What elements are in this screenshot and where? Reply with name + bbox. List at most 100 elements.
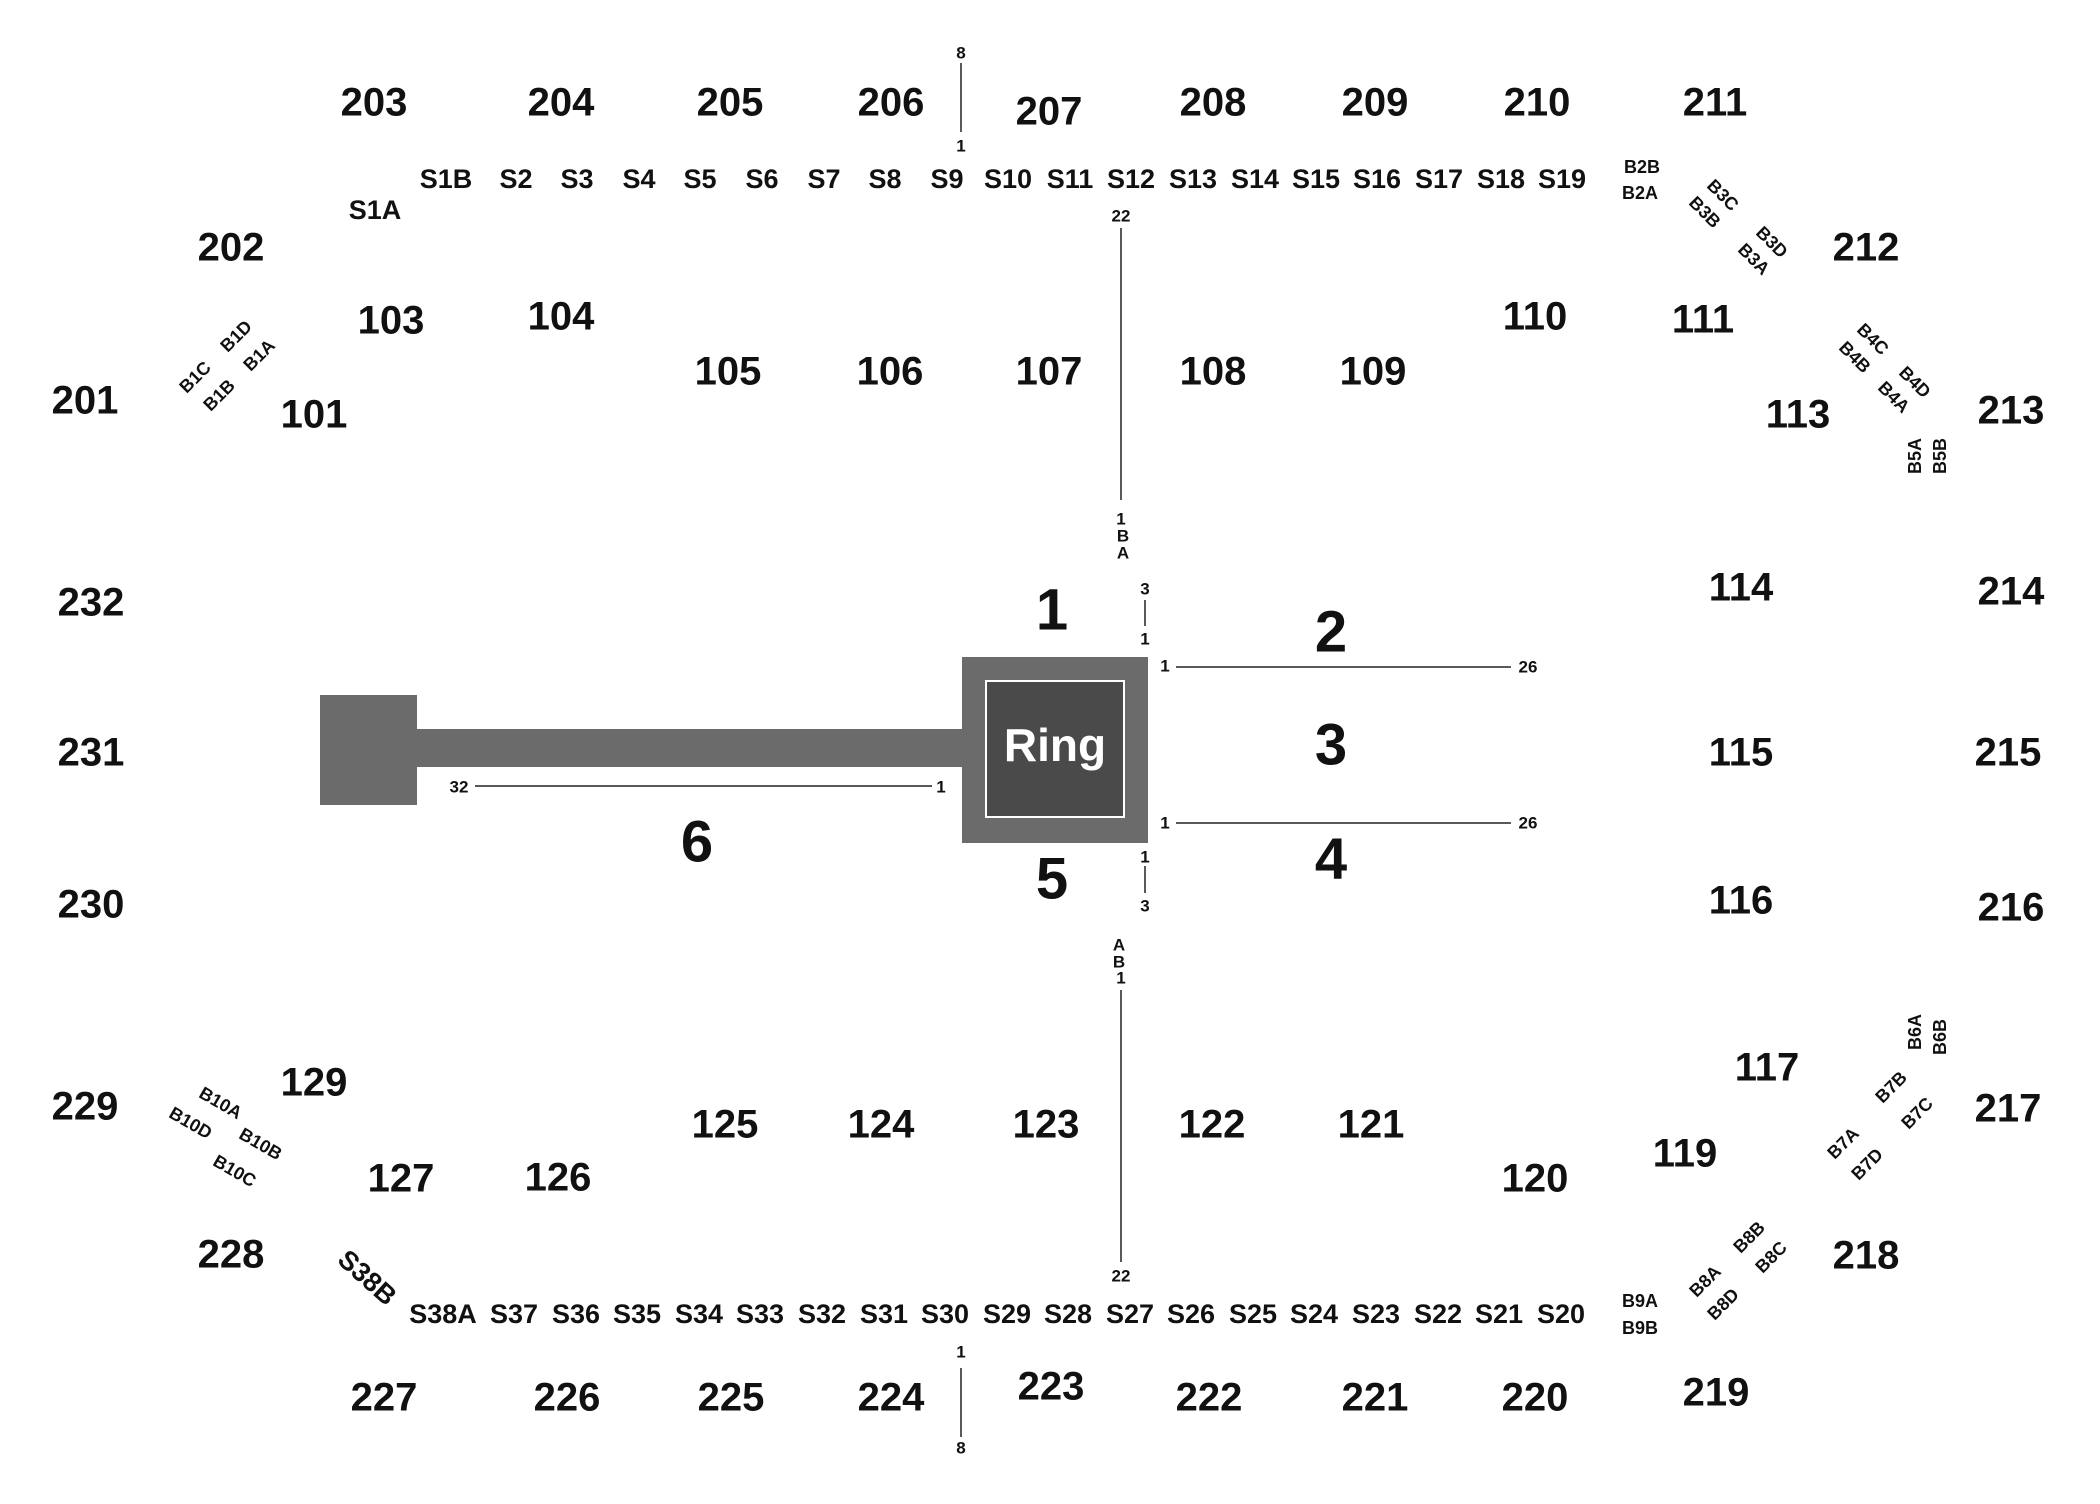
suite-S12[interactable]: S12 (1107, 164, 1155, 194)
section-213[interactable]: 213 (1978, 389, 2045, 433)
floor-section-6[interactable]: 6 (681, 809, 713, 874)
section-120[interactable]: 120 (1502, 1157, 1569, 1201)
section-232[interactable]: 232 (58, 581, 125, 625)
floor-section-1[interactable]: 1 (1036, 577, 1068, 642)
floor-section-3[interactable]: 3 (1315, 712, 1347, 777)
floor-section-5[interactable]: 5 (1036, 846, 1068, 911)
suite-S35[interactable]: S35 (613, 1299, 661, 1329)
section-123[interactable]: 123 (1013, 1103, 1080, 1147)
section-129[interactable]: 129 (281, 1061, 348, 1105)
suite-S33[interactable]: S33 (736, 1299, 784, 1329)
section-223[interactable]: 223 (1018, 1365, 1085, 1409)
suite-S37[interactable]: S37 (490, 1299, 538, 1329)
section-225[interactable]: 225 (698, 1376, 765, 1420)
suite-S10[interactable]: S10 (984, 164, 1032, 194)
suite-S24[interactable]: S24 (1290, 1299, 1338, 1329)
suite-S31[interactable]: S31 (860, 1299, 908, 1329)
suite-S23[interactable]: S23 (1352, 1299, 1400, 1329)
suite-S22[interactable]: S22 (1414, 1299, 1462, 1329)
suite-S34[interactable]: S34 (675, 1299, 723, 1329)
section-103[interactable]: 103 (358, 299, 425, 343)
section-219[interactable]: 219 (1683, 1371, 1750, 1415)
suite-S27[interactable]: S27 (1106, 1299, 1154, 1329)
section-212[interactable]: 212 (1833, 226, 1900, 270)
box-B6A[interactable]: B6A (1905, 1014, 1925, 1050)
box-B6B[interactable]: B6B (1930, 1019, 1950, 1055)
section-124[interactable]: 124 (848, 1103, 915, 1147)
section-114[interactable]: 114 (1709, 566, 1774, 610)
section-106[interactable]: 106 (857, 350, 924, 394)
section-125[interactable]: 125 (692, 1103, 759, 1147)
suite-S19[interactable]: S19 (1538, 164, 1586, 194)
section-209[interactable]: 209 (1342, 81, 1409, 125)
section-202[interactable]: 202 (198, 226, 265, 270)
suite-S4[interactable]: S4 (622, 164, 655, 194)
box-B10C[interactable]: B10C (210, 1151, 260, 1191)
suite-S8[interactable]: S8 (868, 164, 901, 194)
section-113[interactable]: 113 (1766, 393, 1831, 437)
section-109[interactable]: 109 (1340, 350, 1407, 394)
section-105[interactable]: 105 (695, 350, 762, 394)
section-215[interactable]: 215 (1975, 731, 2042, 775)
suite-S7[interactable]: S7 (807, 164, 840, 194)
section-201[interactable]: 201 (52, 379, 119, 423)
box-B5B[interactable]: B5B (1930, 438, 1950, 474)
section-220[interactable]: 220 (1502, 1376, 1569, 1420)
suite-S6[interactable]: S6 (745, 164, 778, 194)
suite-S5[interactable]: S5 (683, 164, 716, 194)
section-126[interactable]: 126 (525, 1156, 592, 1200)
section-226[interactable]: 226 (534, 1376, 601, 1420)
section-227[interactable]: 227 (351, 1376, 418, 1420)
section-207[interactable]: 207 (1016, 90, 1083, 134)
suite-S3[interactable]: S3 (560, 164, 593, 194)
section-229[interactable]: 229 (52, 1085, 119, 1129)
suite-S13[interactable]: S13 (1169, 164, 1217, 194)
floor-section-2[interactable]: 2 (1315, 599, 1347, 664)
box-B7D[interactable]: B7D (1847, 1144, 1887, 1184)
suite-S38B[interactable]: S38B (332, 1244, 402, 1311)
section-121[interactable]: 121 (1338, 1103, 1405, 1147)
suite-S36[interactable]: S36 (552, 1299, 600, 1329)
box-B1B[interactable]: B1B (199, 375, 239, 415)
section-228[interactable]: 228 (198, 1233, 265, 1277)
suite-S30[interactable]: S30 (921, 1299, 969, 1329)
box-B10B[interactable]: B10B (236, 1124, 286, 1164)
section-217[interactable]: 217 (1975, 1087, 2042, 1131)
suite-S1A[interactable]: S1A (349, 195, 402, 225)
suite-S1B[interactable]: S1B (420, 164, 473, 194)
suite-S32[interactable]: S32 (798, 1299, 846, 1329)
box-B8C[interactable]: B8C (1751, 1237, 1791, 1277)
section-104[interactable]: 104 (528, 295, 595, 339)
suite-S21[interactable]: S21 (1475, 1299, 1523, 1329)
suite-S29[interactable]: S29 (983, 1299, 1031, 1329)
ring[interactable] (985, 680, 1125, 818)
section-211[interactable]: 211 (1683, 81, 1748, 125)
section-127[interactable]: 127 (368, 1157, 435, 1201)
section-210[interactable]: 210 (1504, 81, 1571, 125)
section-222[interactable]: 222 (1176, 1376, 1243, 1420)
section-224[interactable]: 224 (858, 1376, 925, 1420)
box-B7C[interactable]: B7C (1897, 1093, 1937, 1133)
suite-S20[interactable]: S20 (1537, 1299, 1585, 1329)
section-216[interactable]: 216 (1978, 886, 2045, 930)
section-111[interactable]: 111 (1672, 298, 1734, 342)
section-214[interactable]: 214 (1978, 570, 2045, 614)
box-B9A[interactable]: B9A (1622, 1291, 1658, 1311)
section-101[interactable]: 101 (281, 393, 348, 437)
suite-S11[interactable]: S11 (1047, 164, 1094, 194)
box-B7A[interactable]: B7A (1823, 1123, 1863, 1163)
section-230[interactable]: 230 (58, 883, 125, 927)
suite-S2[interactable]: S2 (499, 164, 532, 194)
section-122[interactable]: 122 (1179, 1103, 1246, 1147)
suite-S28[interactable]: S28 (1044, 1299, 1092, 1329)
section-231[interactable]: 231 (58, 731, 125, 775)
section-117[interactable]: 117 (1735, 1046, 1800, 1090)
section-115[interactable]: 115 (1709, 731, 1774, 775)
floor-section-4[interactable]: 4 (1315, 826, 1347, 891)
suite-S14[interactable]: S14 (1231, 164, 1279, 194)
box-B9B[interactable]: B9B (1622, 1318, 1658, 1338)
section-107[interactable]: 107 (1016, 350, 1083, 394)
section-108[interactable]: 108 (1180, 350, 1247, 394)
section-119[interactable]: 119 (1653, 1132, 1718, 1176)
box-B5A[interactable]: B5A (1905, 438, 1925, 474)
